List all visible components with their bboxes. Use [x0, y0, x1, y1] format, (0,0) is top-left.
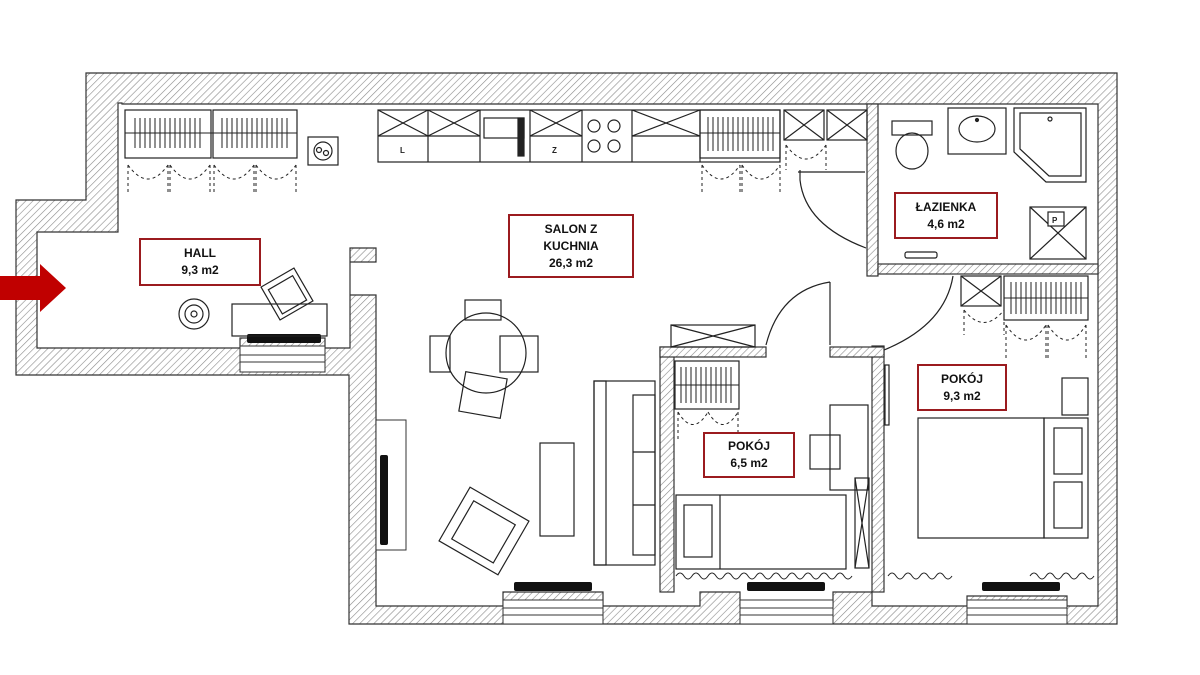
window-hall — [239, 345, 326, 373]
desk-chair-icon — [809, 434, 841, 470]
walls — [15, 72, 1118, 625]
hall-furniture — [124, 109, 339, 337]
laundry-box-icon — [1029, 206, 1087, 260]
room-label-salon: SALON Z KUCHNIA 26,3 m2 — [508, 214, 634, 278]
coffee-table-icon — [539, 442, 575, 537]
wall-pokoj1-top-a — [659, 346, 767, 358]
room-label-pokoj-small: POKÓJ 6,5 m2 — [703, 432, 795, 478]
wall-bath-bottom — [877, 263, 1099, 275]
radiator-icon — [747, 582, 825, 591]
room-area: 26,3 m2 — [548, 255, 594, 270]
door-swing-icon — [127, 164, 297, 195]
stove-icon — [587, 119, 621, 153]
room-name: ŁAZIENKA — [915, 199, 977, 214]
door-swing-icon — [799, 170, 867, 249]
wall-pokoj2-left — [871, 345, 885, 593]
room-label-pokoj-large: POKÓJ 9,3 m2 — [917, 364, 1007, 411]
radiator-icon — [982, 582, 1060, 591]
room-label-hall: HALL 9,3 m2 — [139, 238, 261, 286]
pokoj2-furniture — [884, 275, 1095, 580]
washing-machine-icon — [307, 136, 339, 166]
radiator-icon — [247, 334, 321, 343]
room-name: HALL — [184, 246, 216, 260]
door-swing-icon — [765, 281, 831, 346]
outer-wall — [15, 72, 1118, 625]
room-name: SALON Z — [544, 221, 598, 236]
salon-furniture — [429, 299, 656, 576]
room-label-lazienka: ŁAZIENKA 4,6 m2 — [894, 192, 998, 239]
wall-pokoj1-top-b — [829, 346, 885, 358]
armchair-icon — [438, 486, 530, 576]
room-name: POKÓJ — [940, 371, 983, 386]
wardrobe-icon — [124, 109, 212, 159]
dining-table-icon — [429, 299, 539, 420]
door-swing-icon — [701, 144, 827, 195]
wardrobe-icon — [212, 109, 298, 159]
radiator-icon — [514, 582, 592, 591]
stool-icon — [178, 298, 210, 330]
wardrobe-icon — [699, 109, 781, 159]
sofa-icon — [593, 380, 656, 566]
room-area: 9,3 m2 — [181, 263, 219, 277]
window-salon — [502, 599, 604, 625]
door-swing-icon — [963, 309, 1087, 360]
room-area: 4,6 m2 — [927, 216, 965, 231]
door-swing-icon — [883, 275, 954, 351]
door-swing-icon — [677, 411, 739, 442]
radiator-icon — [380, 455, 388, 545]
doors — [765, 170, 954, 351]
kitchen: L Z — [377, 109, 868, 195]
sink-icon — [947, 107, 1007, 155]
pokoj1-furniture — [670, 324, 870, 580]
bench-icon — [231, 303, 328, 337]
desk-icon — [829, 404, 869, 491]
window-pokoj2 — [966, 599, 1068, 625]
fridge-mark: L — [400, 146, 405, 155]
bathroom: P — [891, 107, 1087, 260]
bathroom-mark: P — [1052, 216, 1058, 225]
armchair-icon — [260, 267, 314, 321]
shower-icon — [1013, 107, 1087, 183]
bed-icon — [917, 417, 1089, 539]
window-pokoj1 — [739, 599, 834, 625]
room-area: 9,3 m2 — [943, 388, 981, 403]
wall-bath-left — [866, 103, 879, 277]
entrance-arrow-icon — [0, 264, 66, 312]
wall-pokoj1-left — [659, 346, 675, 593]
room-name: POKÓJ — [727, 439, 770, 453]
freezer-mark: Z — [552, 146, 557, 155]
bed-icon — [675, 494, 847, 570]
room-area: 6,5 m2 — [730, 456, 768, 470]
room-name-line2: KUCHNIA — [543, 238, 599, 253]
toilet-icon — [891, 120, 933, 136]
